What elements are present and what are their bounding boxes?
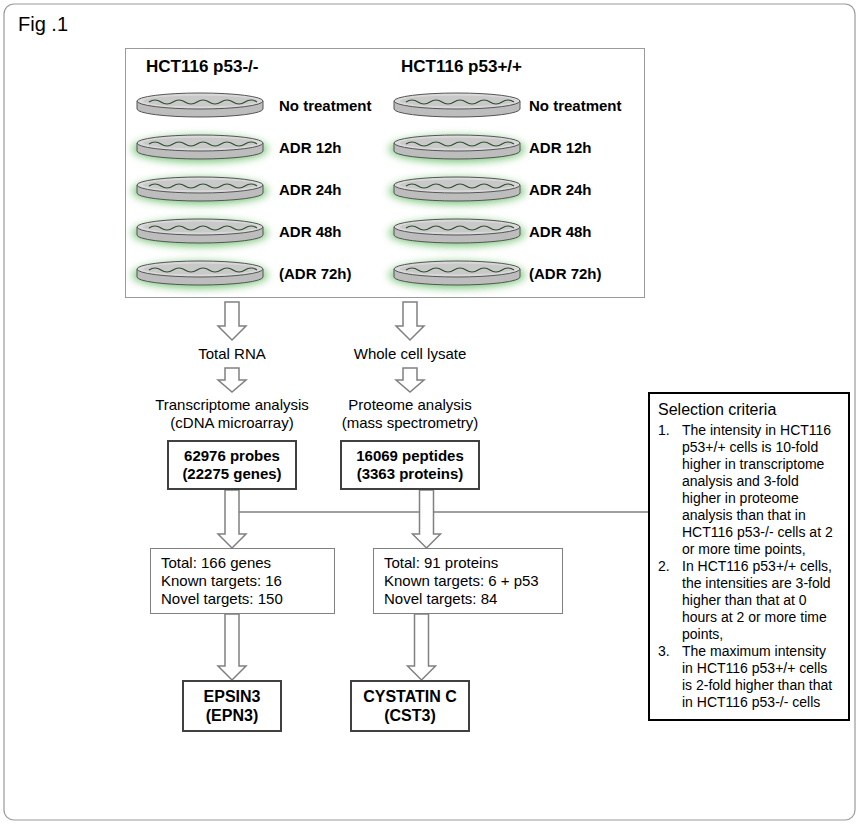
list-number: 2.: [658, 558, 680, 575]
treatment-label: No treatment: [279, 97, 372, 115]
list-number: 1.: [658, 422, 680, 439]
step-label: (cDNA microarray): [170, 414, 293, 432]
culture-dish: [394, 135, 520, 159]
criteria-text: The intensity in HCT116 p53+/+ cells is …: [682, 422, 840, 558]
adr-glow: [132, 136, 525, 288]
glow: [389, 178, 525, 204]
figure-title: Fig .1: [18, 12, 68, 36]
criteria-text: In HCT116 p53+/+ cells, the intensities …: [682, 558, 840, 643]
list-number: 3.: [658, 643, 680, 660]
box-text: Novel targets: 84: [384, 590, 552, 608]
step-label: Whole cell lysate: [354, 345, 467, 363]
data-count-box: 62976 probes(22275 genes): [167, 440, 297, 490]
treatment-label: (ADR 72h): [279, 265, 352, 283]
data-count-box: 16069 peptides(3363 proteins): [340, 440, 480, 490]
culture-dish: [137, 93, 263, 117]
culture-dish: [137, 219, 263, 243]
hollow-arrow: [218, 368, 246, 392]
glow: [389, 136, 525, 162]
step-label: Proteome analysis: [348, 396, 471, 414]
box-text: (22275 genes): [179, 465, 285, 483]
treatment-label: ADR 48h: [529, 223, 592, 241]
box-text: Known targets: 16: [161, 572, 324, 590]
box-text: Total: 91 proteins: [384, 554, 552, 572]
criteria-heading: Selection criteria: [658, 400, 840, 420]
target-box: CYSTATIN C(CST3): [350, 680, 470, 732]
step-label: Transcriptome analysis: [155, 396, 309, 414]
culture-dish: [137, 177, 263, 201]
glow: [132, 220, 268, 246]
treatment-label: ADR 48h: [279, 223, 342, 241]
hollow-arrow: [218, 490, 246, 548]
step-label: (mass spectrometry): [342, 414, 479, 432]
box-text: CYSTATIN C: [362, 687, 458, 706]
culture-dish: [137, 135, 263, 159]
result-box: Total: 91 proteinsKnown targets: 6 + p53…: [373, 548, 563, 614]
glow: [132, 136, 268, 162]
hollow-arrow: [396, 368, 424, 392]
culture-dishes: [137, 93, 520, 285]
box-text: Total: 166 genes: [161, 554, 324, 572]
treatment-label: ADR 12h: [279, 139, 342, 157]
treatment-label: No treatment: [529, 97, 622, 115]
cell-line-heading: HCT116 p53-/-: [146, 57, 258, 77]
box-text: 16069 peptides: [352, 447, 468, 465]
cell-line-heading: HCT116 p53+/+: [401, 57, 522, 77]
figure-frame: [4, 4, 855, 820]
box-text: (3363 proteins): [352, 465, 468, 483]
hollow-arrow: [218, 614, 246, 680]
result-box: Total: 166 genesKnown targets: 16Novel t…: [150, 548, 335, 614]
treatment-label: (ADR 72h): [529, 265, 602, 283]
glow: [132, 262, 268, 288]
criteria-leader: [232, 511, 648, 513]
glow: [389, 220, 525, 246]
box-text: 62976 probes: [179, 447, 285, 465]
glow: [132, 178, 268, 204]
box-text: (CST3): [362, 706, 458, 725]
hollow-arrow: [408, 614, 436, 680]
box-text: Known targets: 6 + p53: [384, 572, 552, 590]
treatment-label: ADR 12h: [529, 139, 592, 157]
treatment-label: ADR 24h: [279, 181, 342, 199]
criteria-box: Selection criteria 1.The intensity in HCT…: [648, 392, 850, 721]
hollow-arrow: [396, 302, 424, 340]
criteria-text: The maximum intensity in HCT116 p53+/+ c…: [682, 643, 840, 711]
box-text: EPSIN3: [194, 687, 270, 706]
box-text: (EPN3): [194, 706, 270, 725]
step-label: Total RNA: [198, 345, 266, 363]
box-text: Novel targets: 150: [161, 590, 324, 608]
culture-dish: [394, 93, 520, 117]
glow: [389, 262, 525, 288]
target-box: EPSIN3(EPN3): [182, 680, 282, 732]
sample-panel: HCT116 p53-/-No treatmentADR 12hADR 24hA…: [125, 48, 645, 298]
culture-dish: [394, 177, 520, 201]
treatment-label: ADR 24h: [529, 181, 592, 199]
hollow-arrow: [413, 490, 441, 548]
culture-dish: [394, 219, 520, 243]
culture-dish: [394, 261, 520, 285]
hollow-arrow: [218, 302, 246, 340]
culture-dish: [137, 261, 263, 285]
